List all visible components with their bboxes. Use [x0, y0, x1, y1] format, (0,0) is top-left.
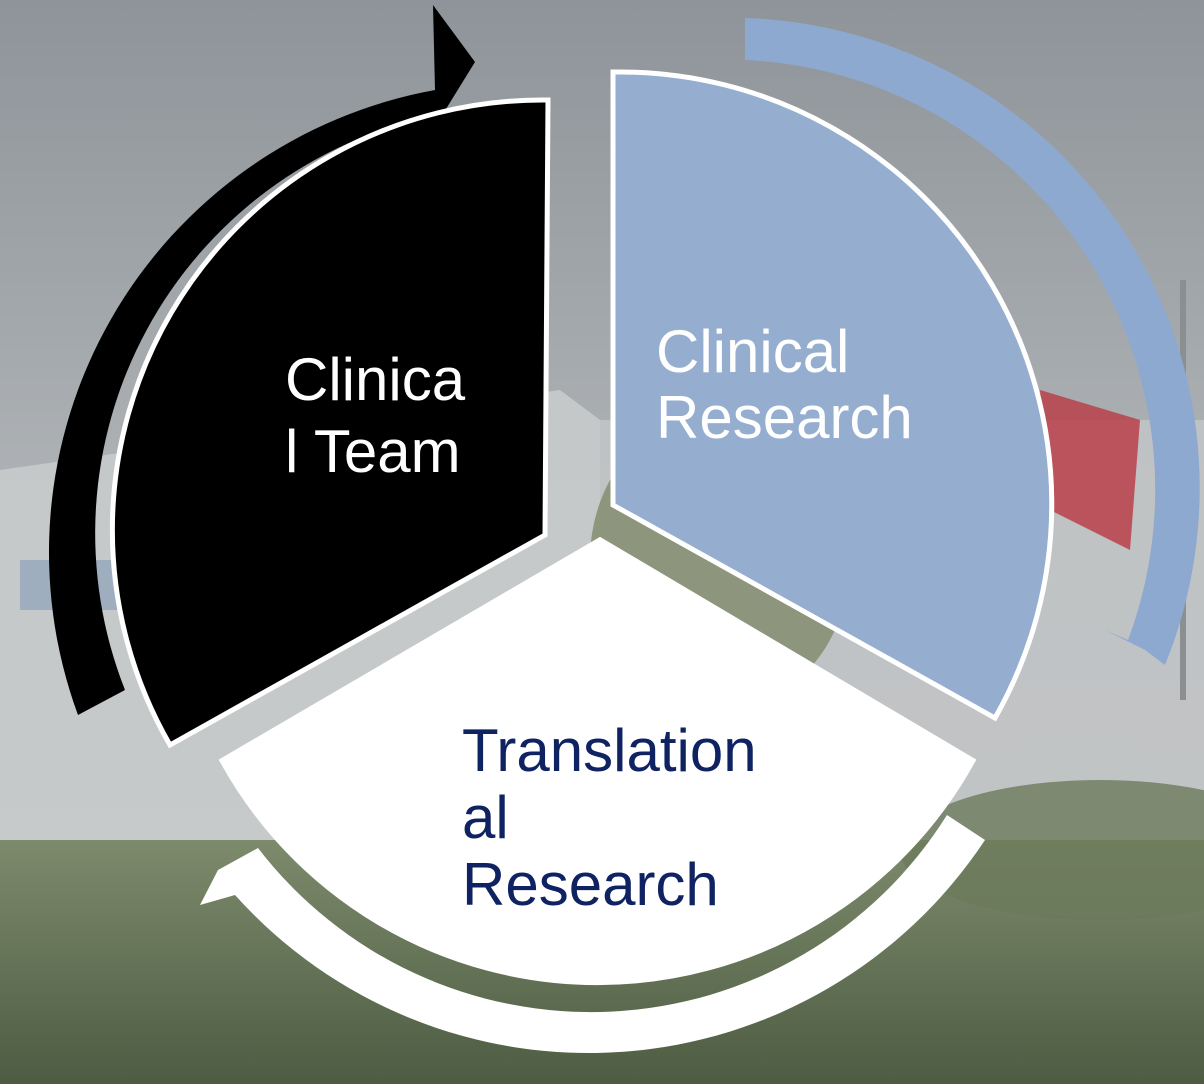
label-clinical-team-line-2: l Team — [285, 418, 461, 485]
label-translational-research-line-3: Research — [462, 851, 719, 918]
label-clinical-research: Clinical Research — [656, 318, 913, 451]
label-translational-research-line-2: al — [462, 784, 509, 851]
hedge-bush — [900, 780, 1204, 920]
label-translational-research: Translation al Research — [462, 717, 773, 918]
blue-arrow-icon — [745, 18, 1200, 665]
cycle-arrows — [48, 5, 1200, 1054]
flag — [1040, 390, 1140, 550]
pie-segments — [109, 69, 1055, 986]
black-arrow-icon — [48, 5, 475, 715]
segment-clinical-research — [610, 69, 1055, 722]
label-clinical-team: Clinica l Team — [285, 346, 482, 485]
segment-labels: Clinica l Team Clinical Research Transla… — [285, 318, 913, 918]
label-clinical-research-line-2: Research — [656, 384, 913, 451]
label-translational-research-line-1: Translation — [462, 717, 757, 784]
segment-clinical-team — [109, 97, 551, 749]
label-clinical-team-line-1: Clinica — [285, 346, 466, 413]
segment-translational-research — [218, 536, 977, 986]
white-arrow-icon — [200, 815, 985, 1054]
label-clinical-research-line-1: Clinical — [656, 318, 849, 385]
